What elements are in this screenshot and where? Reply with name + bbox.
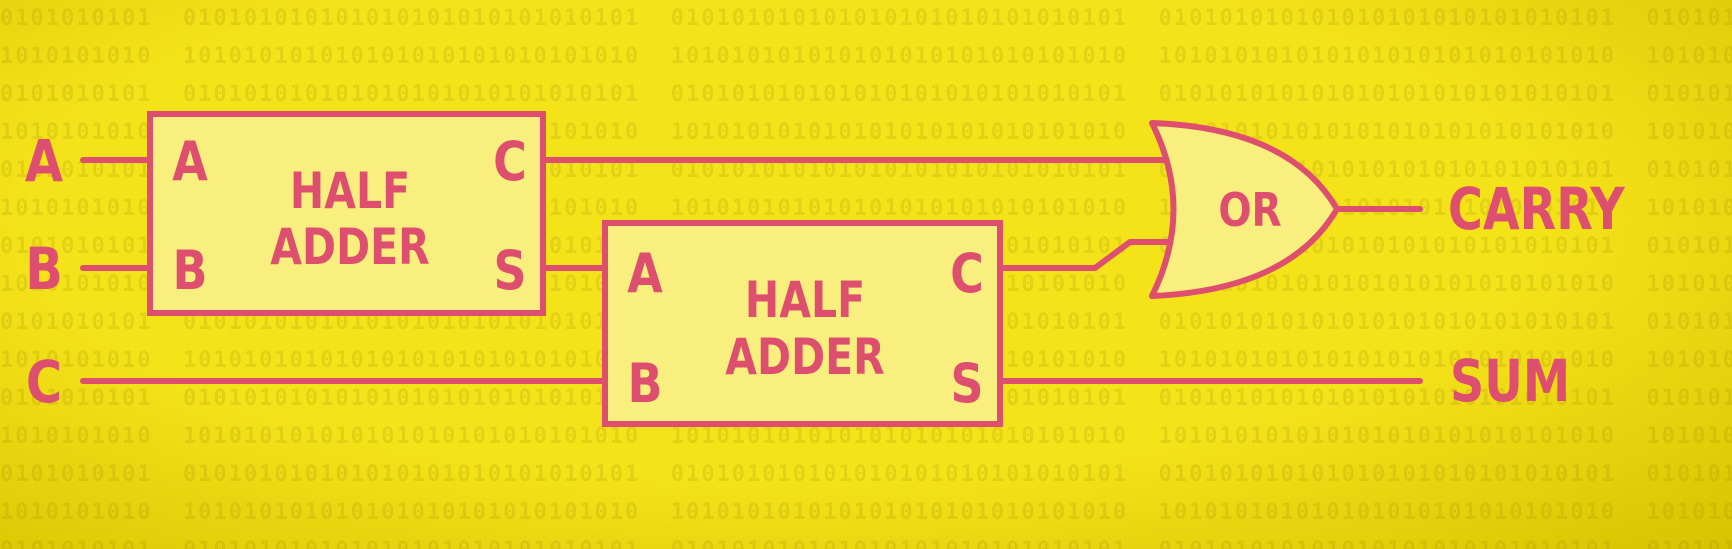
input-labels: A B C (25, 127, 63, 416)
input-label-c: C (26, 348, 62, 416)
or-gate-label: OR (1218, 184, 1281, 238)
half-adder-1-title-line1: HALF (290, 162, 410, 220)
half-adder-1-port-c: C (493, 129, 527, 193)
output-labels: CARRY SUM (1448, 175, 1625, 415)
half-adder-2-port-b: B (628, 351, 663, 415)
input-label-a: A (25, 127, 63, 195)
half-adder-1-title-line2: ADDER (270, 218, 429, 276)
output-label-sum: SUM (1450, 347, 1570, 415)
half-adder-1-port-a: A (172, 129, 208, 193)
half-adder-1-block (147, 111, 546, 316)
half-adder-2-port-s: S (950, 351, 983, 415)
half-adder-1-port-s: S (493, 238, 526, 302)
half-adder-2-title-line2: ADDER (725, 328, 884, 386)
half-adder-2-port-c: C (950, 241, 984, 305)
half-adder-2-port-a: A (627, 241, 663, 305)
input-label-b: B (25, 235, 63, 303)
wires (80, 157, 1423, 384)
or-gate: OR (1149, 120, 1340, 299)
half-adder-1: HALF ADDER A B C S (147, 111, 546, 316)
half-adder-2-block (602, 220, 1003, 427)
or-gate-shape (1149, 120, 1340, 299)
half-adder-2: HALF ADDER A B C S (602, 220, 1003, 427)
half-adder-1-port-b: B (173, 238, 208, 302)
half-adder-2-title-line1: HALF (745, 271, 865, 329)
output-label-carry: CARRY (1448, 175, 1625, 243)
wire-ha2-carry-to-or (997, 239, 1188, 271)
